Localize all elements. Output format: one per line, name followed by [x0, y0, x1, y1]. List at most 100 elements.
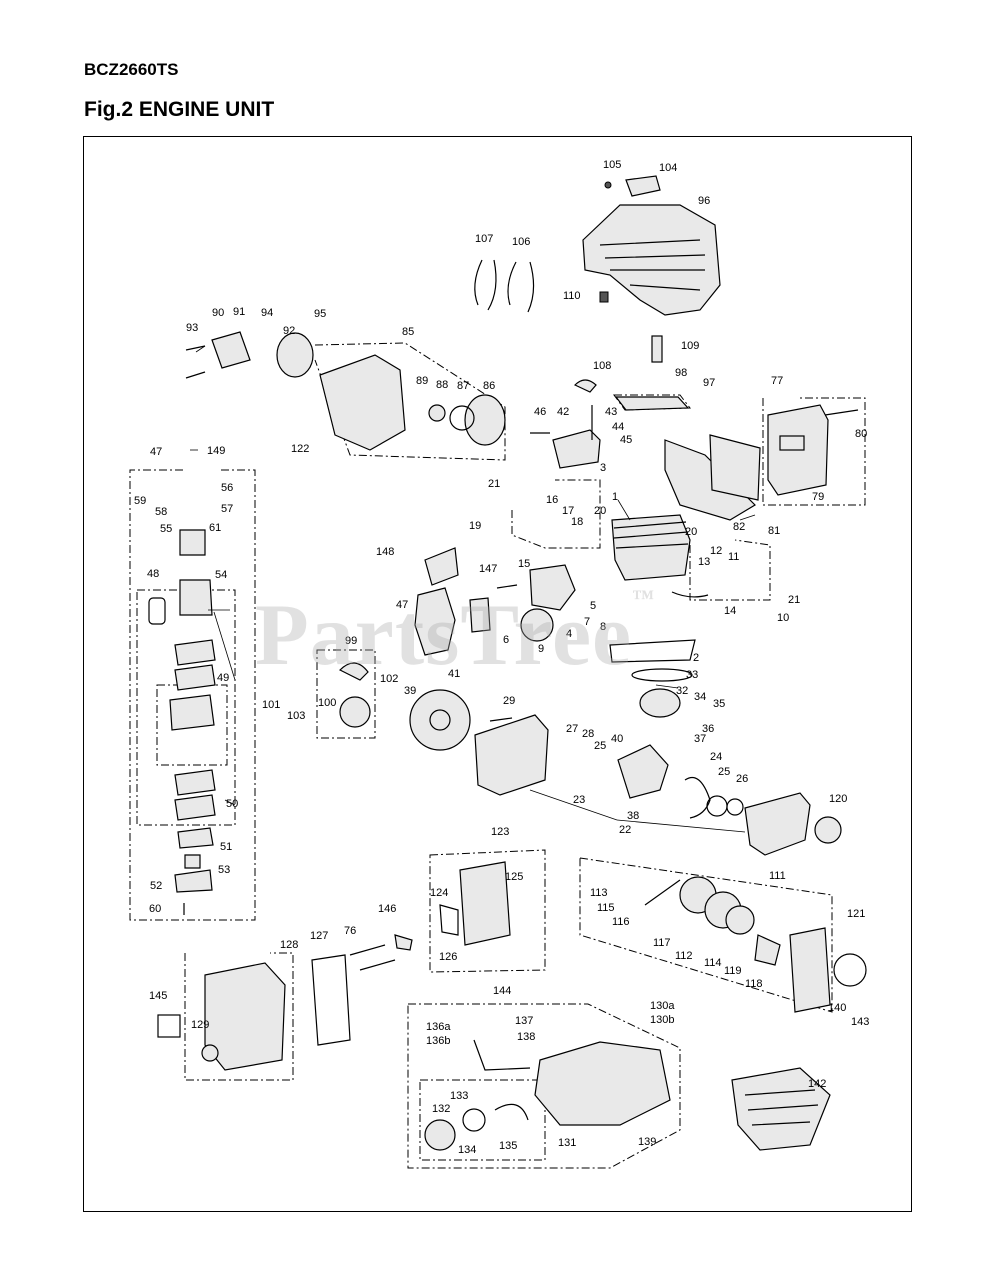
- callout-61: 61: [209, 522, 221, 534]
- callout-10: 10: [777, 612, 789, 624]
- callout-20-left: 20: [594, 505, 606, 517]
- callout-24: 24: [710, 751, 722, 763]
- callout-58: 58: [155, 506, 167, 518]
- callout-20-right: 20: [685, 526, 697, 538]
- callout-44: 44: [612, 421, 624, 433]
- callout-149: 149: [207, 445, 225, 457]
- callout-92: 92: [283, 325, 295, 337]
- callout-126: 126: [439, 951, 457, 963]
- callout-35: 35: [713, 698, 725, 710]
- callout-113: 113: [590, 887, 608, 899]
- callout-117: 117: [653, 937, 671, 949]
- callout-17: 17: [562, 505, 574, 517]
- callout-93: 93: [186, 322, 198, 334]
- callout-147: 147: [479, 563, 497, 575]
- callout-114: 114: [704, 957, 722, 969]
- partstree-watermark: PartsTree™: [255, 585, 656, 684]
- callout-49: 49: [217, 672, 229, 684]
- callout-4: 4: [566, 628, 572, 640]
- callout-2: 2: [693, 652, 699, 664]
- callout-143: 143: [851, 1016, 869, 1028]
- callout-142: 142: [808, 1078, 826, 1090]
- callout-52: 52: [150, 880, 162, 892]
- callout-48: 48: [147, 568, 159, 580]
- callout-29: 29: [503, 695, 515, 707]
- callout-139: 139: [638, 1136, 656, 1148]
- engine-cover-shape: [582, 204, 721, 316]
- callout-100: 100: [318, 697, 336, 709]
- callout-9: 9: [538, 643, 544, 655]
- callout-103: 103: [287, 710, 305, 722]
- callout-144: 144: [493, 985, 511, 997]
- starter-housing-shape: [319, 354, 406, 451]
- callout-108: 108: [593, 360, 611, 372]
- callout-115: 115: [597, 902, 615, 914]
- callout-56: 56: [221, 482, 233, 494]
- fuel-tank-shape: [534, 1041, 671, 1126]
- callout-135: 135: [499, 1140, 517, 1152]
- callout-3: 3: [600, 462, 606, 474]
- callout-110: 110: [563, 290, 581, 302]
- callout-25-right: 25: [718, 766, 730, 778]
- callout-38: 38: [627, 810, 639, 822]
- callout-14: 14: [724, 605, 736, 617]
- callout-25-left: 25: [594, 740, 606, 752]
- callout-labels: 105 104 96 107 106 110 93 90 91 94 95 92…: [134, 159, 869, 1156]
- callout-96: 96: [698, 195, 710, 207]
- cylinder-shape: [611, 514, 691, 581]
- callout-131: 131: [558, 1137, 576, 1149]
- callout-87: 87: [457, 380, 469, 392]
- part-shapes: [148, 175, 867, 1151]
- callout-95: 95: [314, 308, 326, 320]
- callout-140: 140: [828, 1002, 846, 1014]
- callout-90: 90: [212, 307, 224, 319]
- callout-23: 23: [573, 794, 585, 806]
- air-cleaner-cover-shape: [204, 962, 286, 1071]
- callout-136b: 136b: [426, 1035, 450, 1047]
- callout-11: 11: [728, 551, 739, 563]
- callout-97: 97: [703, 377, 715, 389]
- callout-94: 94: [261, 307, 273, 319]
- callout-85: 85: [402, 326, 414, 338]
- callout-60: 60: [149, 903, 161, 915]
- callout-55: 55: [160, 523, 172, 535]
- callout-39: 39: [404, 685, 416, 697]
- callout-54: 54: [215, 569, 227, 581]
- callout-42: 42: [557, 406, 569, 418]
- callout-26: 26: [736, 773, 748, 785]
- callout-13: 13: [698, 556, 710, 568]
- callout-51: 51: [220, 841, 232, 853]
- model-number: BCZ2660TS: [84, 60, 179, 79]
- callout-116: 116: [612, 916, 630, 928]
- callout-28: 28: [582, 728, 594, 740]
- callout-5: 5: [590, 600, 596, 612]
- callout-132: 132: [432, 1103, 450, 1115]
- crankcase-shape: [474, 714, 549, 796]
- callout-8: 8: [600, 621, 606, 633]
- callout-102: 102: [380, 673, 398, 685]
- callout-18: 18: [571, 516, 583, 528]
- callout-112: 112: [675, 950, 693, 962]
- callout-81: 81: [768, 525, 780, 537]
- callout-43: 43: [605, 406, 617, 418]
- callout-130b: 130b: [650, 1014, 674, 1026]
- callout-32: 32: [676, 685, 688, 697]
- callout-98: 98: [675, 367, 687, 379]
- callout-122: 122: [291, 443, 309, 455]
- callout-80: 80: [855, 428, 867, 440]
- callout-133: 133: [450, 1090, 468, 1102]
- callout-111: 111: [769, 870, 786, 882]
- callout-50: 50: [226, 798, 238, 810]
- callout-120: 120: [829, 793, 847, 805]
- callout-46: 46: [534, 406, 546, 418]
- callout-77: 77: [771, 375, 783, 387]
- callout-27: 27: [566, 723, 578, 735]
- callout-1: 1: [612, 491, 618, 503]
- flywheel-shape: [409, 689, 471, 751]
- callout-21-lower: 21: [788, 594, 800, 606]
- callout-125: 125: [505, 871, 523, 883]
- callout-123: 123: [491, 826, 509, 838]
- callout-79: 79: [812, 491, 824, 503]
- group-outlines: [129, 342, 866, 1169]
- callout-129: 129: [191, 1019, 209, 1031]
